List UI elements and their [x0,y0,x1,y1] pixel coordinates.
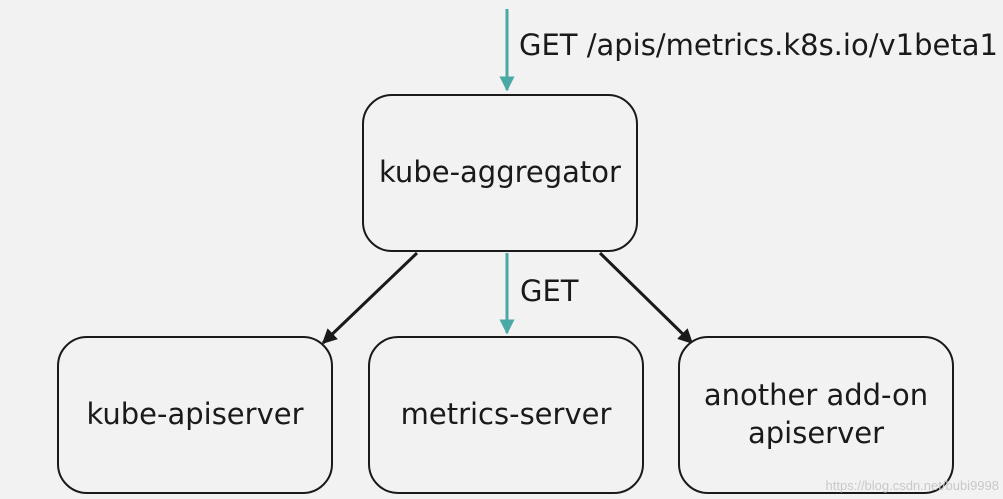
kube-apiserver-node: kube-apiserver [57,336,333,494]
metrics-server-node: metrics-server [368,336,644,494]
arrow-to-kube-apiserver [321,251,419,345]
addon-label-line1: another add-on [703,378,929,413]
get-label: GET [520,274,579,308]
kube-aggregator-node: kube-aggregator [362,94,638,252]
request-path-label: GET /apis/metrics.k8s.io/v1beta1 [519,28,998,62]
arrow-to-addon-apiserver [598,251,694,345]
watermark: https://blog.csdn.net/bubi9998 [825,478,999,493]
metrics-server-label: metrics-server [400,397,612,432]
kube-aggregator-label: kube-aggregator [379,155,621,190]
addon-apiserver-label: another add-on apiserver [694,377,938,452]
addon-label-line2: apiserver [747,416,885,450]
addon-apiserver-node: another add-on apiserver [678,336,954,494]
kube-apiserver-label: kube-apiserver [86,397,304,432]
